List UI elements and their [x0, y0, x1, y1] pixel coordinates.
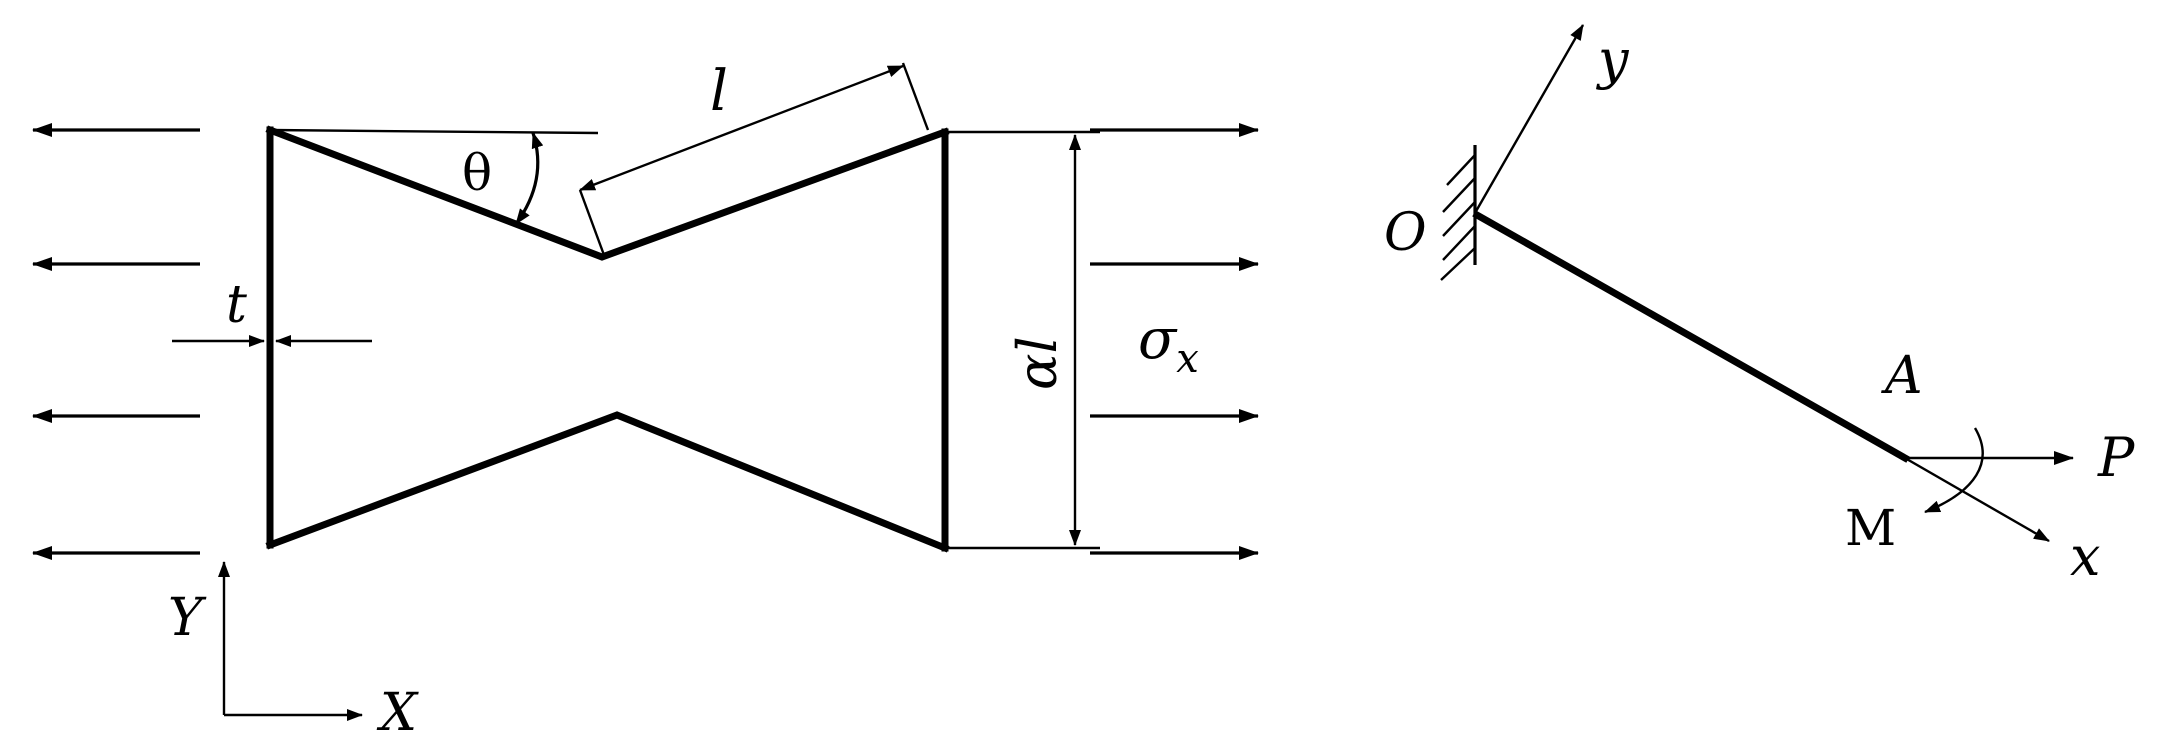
dimension-alpha-l: αl — [945, 130, 1100, 550]
dimension-t: t — [172, 275, 372, 347]
support-hatching — [1440, 154, 1476, 281]
label-origin: O — [1384, 203, 1427, 263]
label-force-p: P — [2097, 426, 2136, 489]
label-height: αl — [1006, 336, 1069, 390]
cell-upper-walls — [265, 125, 950, 261]
label-local-y: y — [1596, 28, 1630, 91]
global-axes: Y X — [168, 561, 419, 743]
label-global-y: Y — [168, 588, 207, 648]
label-moment-m: M — [1845, 499, 1896, 557]
stress-arrows-right — [1090, 123, 1259, 560]
label-stress: σx — [1138, 307, 1199, 382]
beam-oa — [1472, 210, 1910, 463]
label-local-x: x — [2070, 525, 2100, 588]
label-length: l — [710, 59, 728, 124]
dimension-l: l — [578, 59, 930, 256]
stress-arrows-left — [32, 123, 200, 560]
label-thickness: t — [226, 275, 247, 335]
moment-m-arrow — [1924, 427, 1984, 514]
label-angle: θ — [462, 144, 492, 202]
label-global-x: X — [376, 683, 419, 743]
reentrant-cell — [265, 125, 950, 553]
angle-theta: θ — [269, 128, 599, 225]
cell-lower-walls — [265, 411, 950, 553]
label-point-a: A — [1881, 346, 1923, 406]
cantilever-model: O y A P M x — [1384, 24, 2136, 588]
